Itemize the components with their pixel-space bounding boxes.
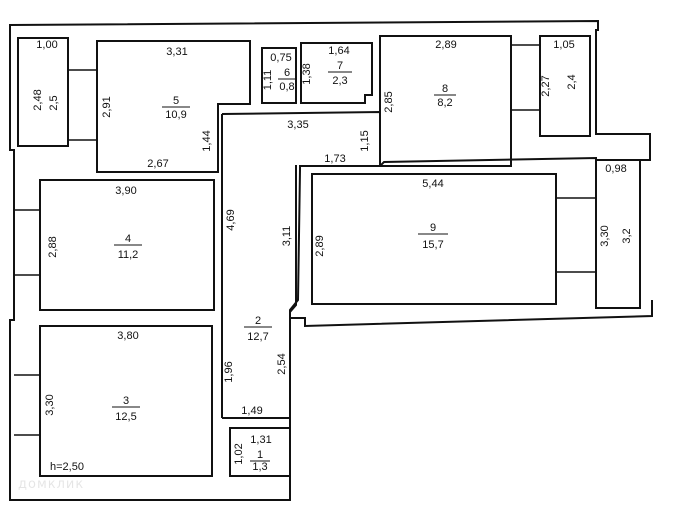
dim-room4-side: 2,88 bbox=[47, 236, 59, 257]
dim-balcony-right-bottom-height: 3,30 bbox=[599, 225, 611, 246]
dim-corridor-upper-left: 1,44 bbox=[201, 130, 213, 151]
dim-room1-top: 1,31 bbox=[250, 434, 271, 446]
room-1-number: 1 bbox=[257, 449, 263, 461]
dim-balcony-right-top-width: 1,05 bbox=[553, 39, 574, 51]
window-markers bbox=[14, 44, 596, 436]
dim-room3-top: 3,80 bbox=[117, 330, 138, 342]
dim-corridor-lower-left: 1,96 bbox=[223, 361, 235, 382]
room-2-number: 2 bbox=[255, 315, 261, 327]
dim-corridor-left: 4,69 bbox=[225, 209, 237, 230]
dim-room6-top: 0,75 bbox=[270, 52, 291, 64]
ceiling-height: h=2,50 bbox=[50, 461, 84, 473]
dim-corridor-bottom: 1,49 bbox=[241, 405, 262, 417]
room-3-walls bbox=[39, 325, 213, 477]
dim-room5-top: 3,31 bbox=[166, 46, 187, 58]
dim-room9-side: 2,89 bbox=[314, 235, 326, 256]
dim-corridor-right: 3,11 bbox=[281, 226, 293, 247]
dim-room3-side: 3,30 bbox=[44, 394, 56, 415]
room-5-walls bbox=[96, 40, 251, 173]
room-labels: 5 10,9 6 0,8 7 2,3 8 8,2 4 11,2 9 15,7 2… bbox=[112, 60, 456, 473]
room-6-number: 6 bbox=[284, 67, 290, 79]
room-4-number: 4 bbox=[125, 233, 131, 245]
room-3-area: 12,5 bbox=[115, 411, 136, 423]
balcony-right-bottom-outline bbox=[595, 159, 641, 309]
room-2-area: 12,7 bbox=[247, 331, 268, 343]
dim-room5-left: 2,91 bbox=[101, 96, 113, 117]
dim-room7-side: 1,38 bbox=[301, 63, 313, 84]
balcony-left-outline bbox=[17, 37, 69, 147]
room-5-area: 10,9 bbox=[165, 109, 186, 121]
dim-balcony-left-height: 2,48 bbox=[32, 89, 44, 110]
room-5-number: 5 bbox=[173, 95, 179, 107]
balcony-left-area: 2,5 bbox=[48, 95, 60, 110]
room-9-area: 15,7 bbox=[422, 239, 443, 251]
inner-wall-right bbox=[289, 165, 653, 328]
walls bbox=[9, 19, 653, 501]
room-4-walls bbox=[39, 179, 215, 311]
room-7-walls bbox=[300, 42, 373, 104]
dim-room1-side: 1,02 bbox=[233, 443, 245, 464]
dim-balcony-right-top-height: 2,27 bbox=[540, 75, 552, 96]
dim-room8-side: 2,85 bbox=[383, 91, 395, 112]
room-9-number: 9 bbox=[430, 222, 436, 234]
dim-room5-bottom: 2,67 bbox=[147, 158, 168, 170]
dimension-labels: 1,00 2,48 3,31 2,91 2,67 0,75 1,11 1,64 … bbox=[32, 39, 627, 465]
dim-corridor-notch: 1,15 bbox=[359, 130, 371, 151]
room-9-walls bbox=[311, 173, 557, 305]
dim-balcony-left-width: 1,00 bbox=[36, 39, 57, 51]
balcony-right-bottom-area: 3,2 bbox=[621, 228, 633, 243]
room-3-number: 3 bbox=[123, 395, 129, 407]
balcony-labels: 2,5 2,4 3,2 bbox=[48, 74, 633, 243]
watermark-logo: домклик bbox=[18, 477, 85, 492]
balcony-right-top-outline bbox=[539, 35, 591, 137]
dim-corridor-mid: 1,73 bbox=[324, 153, 345, 165]
room-4-area: 11,2 bbox=[118, 249, 139, 261]
dim-room7-top: 1,64 bbox=[328, 45, 349, 57]
room-8-area: 8,2 bbox=[437, 97, 452, 109]
room-7-number: 7 bbox=[337, 60, 343, 72]
dim-room4-top: 3,90 bbox=[115, 185, 136, 197]
balcony-right-top-area: 2,4 bbox=[566, 74, 578, 89]
outer-wall bbox=[9, 19, 651, 501]
dim-corridor-lower-right: 2,54 bbox=[276, 353, 288, 374]
room-1-walls bbox=[229, 427, 291, 477]
dim-room6-side: 1,11 bbox=[262, 70, 274, 91]
dim-balcony-right-bottom-width: 0,98 bbox=[605, 163, 626, 175]
room-6-walls bbox=[261, 47, 297, 104]
room-1-area: 1,3 bbox=[252, 461, 267, 473]
dim-room9-top: 5,44 bbox=[422, 178, 443, 190]
room-6-area: 0,8 bbox=[279, 81, 294, 93]
room-8-number: 8 bbox=[442, 83, 448, 95]
dim-room8-top: 2,89 bbox=[435, 39, 456, 51]
room-7-area: 2,3 bbox=[332, 75, 347, 87]
room-8-walls bbox=[379, 35, 512, 167]
dim-corridor-top: 3,35 bbox=[287, 119, 308, 131]
